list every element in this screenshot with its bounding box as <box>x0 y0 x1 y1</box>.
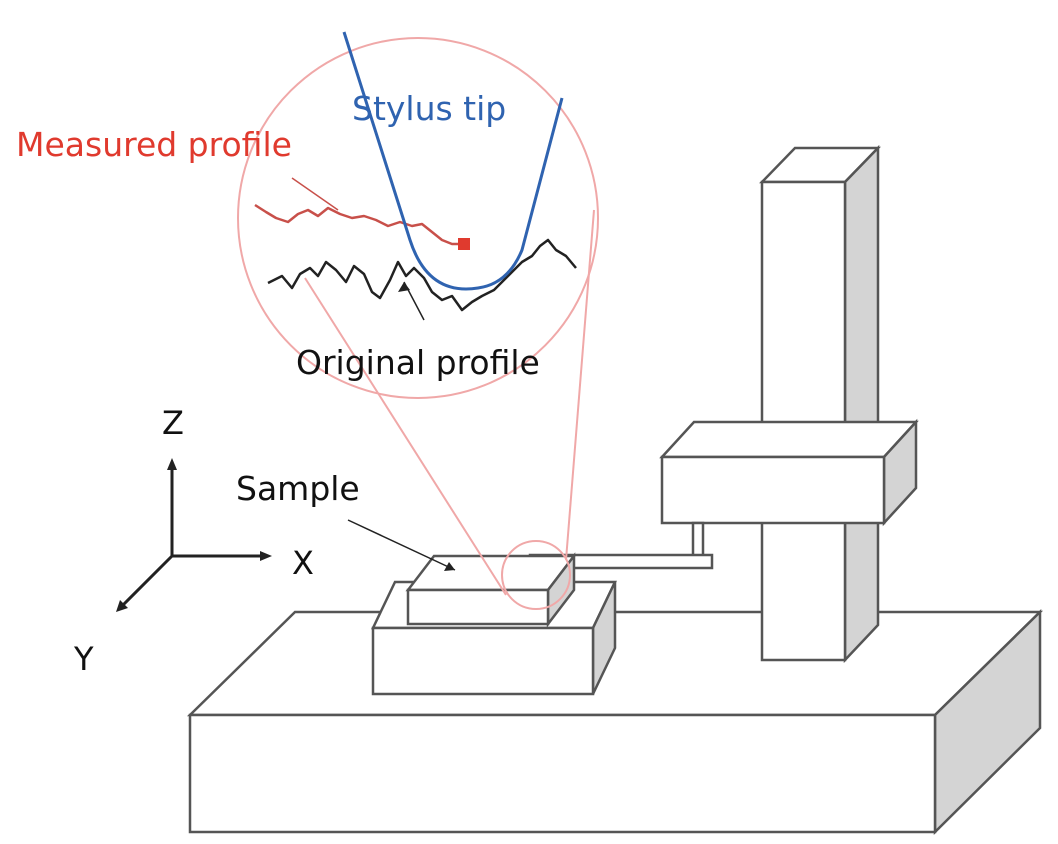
zoom-source-circle <box>501 540 571 610</box>
zoom-indicator <box>237 37 599 610</box>
original-profile-label: Original profile <box>296 343 540 382</box>
zoom-line-right <box>565 209 595 561</box>
y-axis-label: Y <box>73 640 94 678</box>
sample-leader <box>347 519 456 571</box>
arm-connector <box>691 521 705 560</box>
x-axis-arrowhead <box>260 551 272 561</box>
measured-profile-leader <box>291 177 339 211</box>
original-profile-arrowhead <box>398 282 410 292</box>
z-axis-label: Z <box>162 404 184 442</box>
measured-profile-label: Measured profile <box>16 125 292 164</box>
axes-indicator <box>116 458 272 612</box>
column-side-face <box>843 144 880 664</box>
stage-front-face <box>371 626 595 696</box>
zoom-magnified-circle <box>237 37 599 399</box>
sample-block <box>405 552 577 628</box>
carriage <box>659 418 919 527</box>
zoom-line-left <box>304 277 507 596</box>
sample-label: Sample <box>236 469 360 508</box>
stylus-tip-outline <box>342 31 564 291</box>
x-axis-label: X <box>292 544 314 582</box>
original-profile-curve <box>267 238 577 312</box>
measured-profile-marker <box>458 238 470 250</box>
sample-arrowhead <box>444 562 455 571</box>
column <box>759 144 881 664</box>
measured-profile-curve <box>254 203 462 246</box>
base-front-face <box>188 713 937 834</box>
stylus-tip-label: Stylus tip <box>352 89 506 128</box>
magnified-view <box>254 31 577 321</box>
carriage-top-face <box>659 420 919 459</box>
y-axis-arrowhead <box>116 600 128 612</box>
y-axis-line <box>120 554 174 608</box>
carriage-front-face <box>660 455 886 525</box>
z-axis-arrowhead <box>167 458 177 470</box>
